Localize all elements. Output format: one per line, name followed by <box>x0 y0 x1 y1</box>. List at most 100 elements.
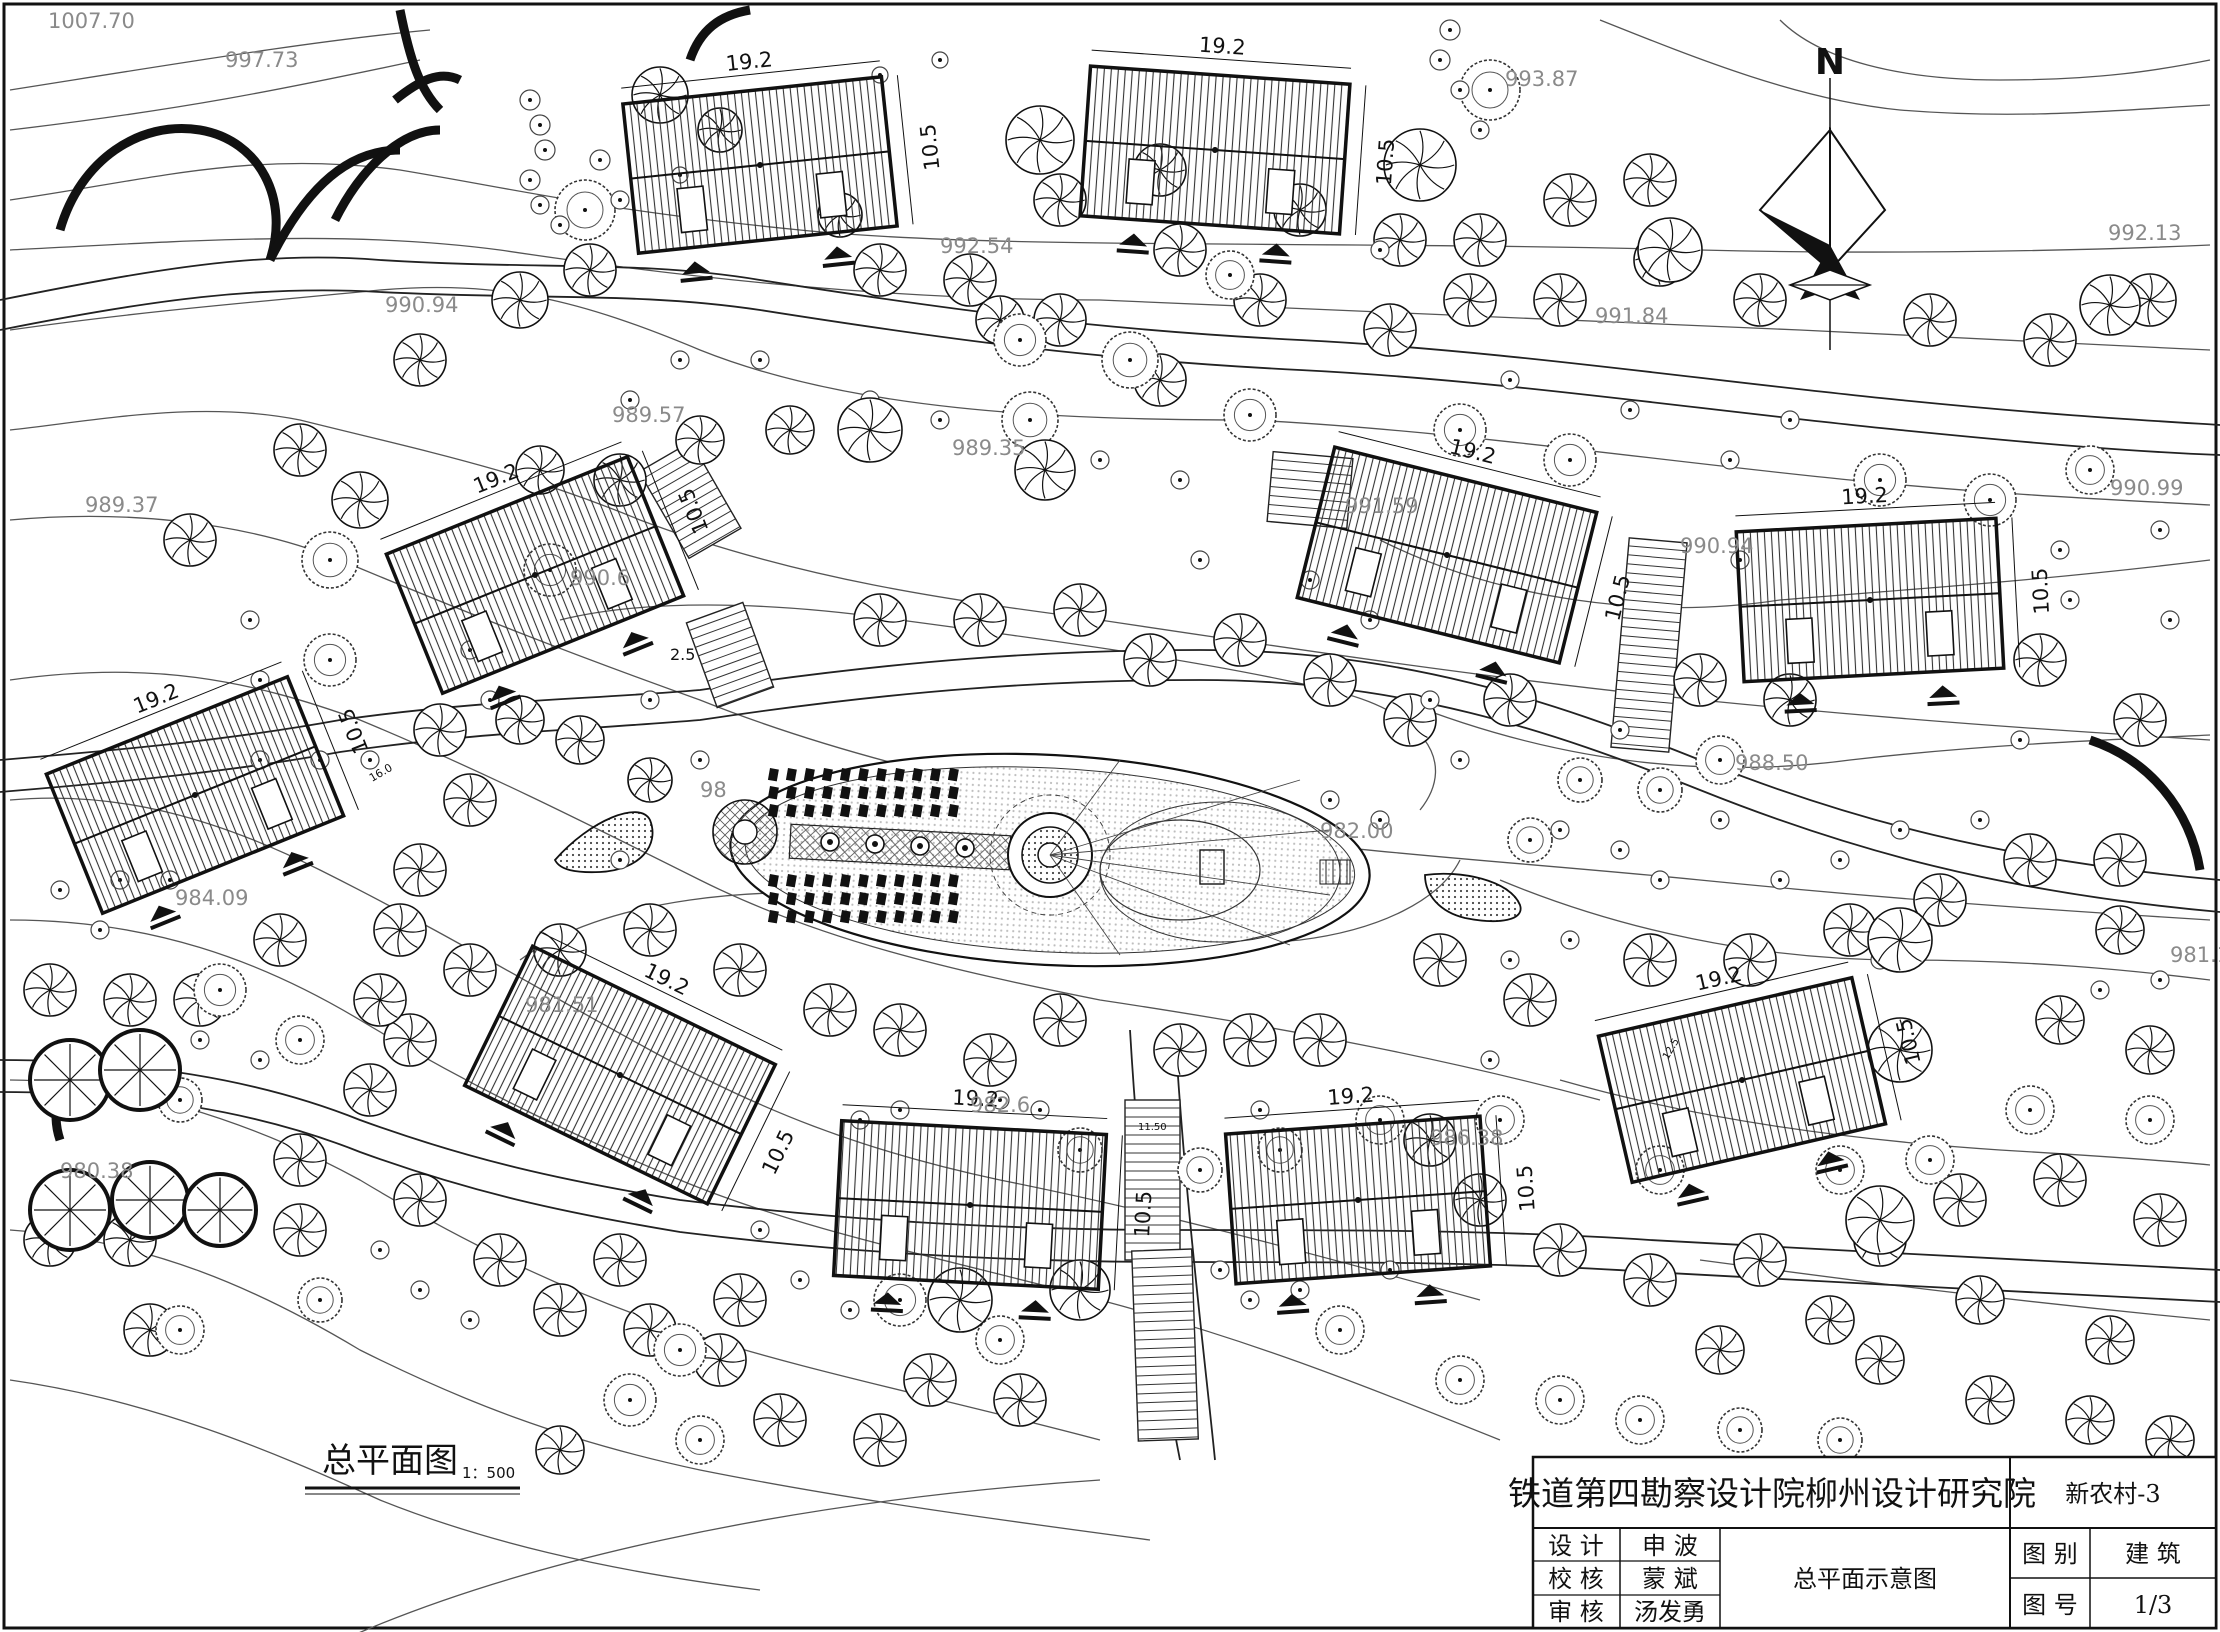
garden-seat <box>821 873 833 888</box>
shrub <box>1500 950 1520 970</box>
tree <box>1913 873 1967 927</box>
tree <box>1433 403 1487 457</box>
tree <box>2125 1025 2175 1075</box>
tree <box>1033 173 1087 227</box>
garden-seat <box>803 785 815 800</box>
plan-scale: 1：500 <box>462 1464 515 1482</box>
tree <box>627 757 673 803</box>
garden-seat <box>875 785 887 800</box>
tree <box>765 405 815 455</box>
garden-seat <box>857 768 869 782</box>
tree <box>393 333 447 387</box>
drawing-name: 总平面示意图 <box>1793 1565 1937 1593</box>
tree <box>803 983 857 1037</box>
stair <box>1130 1248 1200 1442</box>
tree <box>953 593 1007 647</box>
garden-seat <box>857 803 869 818</box>
tree <box>1717 1407 1763 1453</box>
garden-seat <box>803 873 815 888</box>
garden-seat <box>785 873 797 888</box>
tree <box>2133 1193 2187 1247</box>
garden-seat <box>872 841 878 847</box>
tree <box>853 593 907 647</box>
shrub <box>750 1220 770 1240</box>
elevation-label: 989.37 <box>85 493 158 517</box>
garden-seat <box>911 768 923 782</box>
tree <box>2125 1095 2175 1145</box>
shrub <box>2060 590 2080 610</box>
garden-seat <box>767 873 779 888</box>
shrub <box>1250 1100 1270 1120</box>
tree <box>603 1373 657 1427</box>
shrub <box>1190 550 1210 570</box>
elevation-label: 993.87 <box>1505 67 1578 91</box>
tree <box>1507 817 1553 863</box>
shrub <box>519 89 541 111</box>
stair <box>1124 1099 1181 1261</box>
tree <box>1205 250 1255 300</box>
tree <box>1905 1135 1955 1185</box>
garden-seat <box>827 839 833 845</box>
shrub <box>750 350 770 370</box>
shrub <box>1450 80 1470 100</box>
tree <box>2005 1085 2055 1135</box>
tree <box>1723 933 1777 987</box>
tree <box>993 1373 1047 1427</box>
tree <box>1615 1395 1665 1445</box>
tree <box>1965 1375 2015 1425</box>
number-value: 1/3 <box>2134 1591 2173 1619</box>
tree <box>2023 313 2077 367</box>
elevation-label: 981.15 <box>2170 943 2220 967</box>
stair <box>638 440 742 560</box>
garden-seat <box>962 845 968 851</box>
north-label: N <box>1815 42 1845 83</box>
tree <box>1483 673 1537 727</box>
tree <box>1453 213 1507 267</box>
garden-seat <box>893 785 905 800</box>
tree <box>593 1233 647 1287</box>
tree <box>1303 653 1357 707</box>
shrub <box>930 410 950 430</box>
tree <box>2113 693 2167 747</box>
garden-seat <box>785 891 797 906</box>
tree <box>491 271 549 329</box>
garden-seat <box>785 803 797 818</box>
elevation-label: 991.59 <box>1345 494 1418 518</box>
garden-seat <box>767 910 779 924</box>
tree <box>2065 1395 2115 1445</box>
garden-seat <box>821 803 833 818</box>
tree <box>103 973 157 1027</box>
shrub <box>2150 520 2170 540</box>
garden-seat <box>917 843 923 849</box>
tree <box>393 1173 447 1227</box>
garden-seat <box>911 785 923 800</box>
house-length-label: 19.2 <box>1198 33 1246 60</box>
tree <box>1867 907 1933 973</box>
tree <box>2093 833 2147 887</box>
tree <box>675 415 725 465</box>
central-garden <box>712 752 1371 968</box>
elevation-label: 982.00 <box>1320 819 1393 843</box>
tree <box>1695 735 1745 785</box>
tree <box>1733 273 1787 327</box>
shrub <box>670 350 690 370</box>
tree <box>975 1315 1025 1365</box>
elevation-label: 992.54 <box>940 234 1013 258</box>
shrub <box>529 114 551 136</box>
project-name: 新农村-3 <box>2065 1480 2160 1508</box>
garden-seat <box>767 891 779 906</box>
tree <box>753 1393 807 1447</box>
tree <box>1459 59 1521 121</box>
tree <box>343 1063 397 1117</box>
large-tree <box>182 1172 258 1248</box>
shrub <box>410 1280 430 1300</box>
number-label: 图 号 <box>2022 1591 2078 1619</box>
garden-seat <box>929 873 941 888</box>
tree <box>1033 293 1087 347</box>
plan-title: 总平面图 <box>322 1441 458 1481</box>
tree <box>1293 1013 1347 1067</box>
house-width-label: 10.5 <box>916 123 945 172</box>
garden-seat <box>839 891 851 906</box>
tree <box>297 1277 343 1323</box>
shrub <box>240 610 260 630</box>
